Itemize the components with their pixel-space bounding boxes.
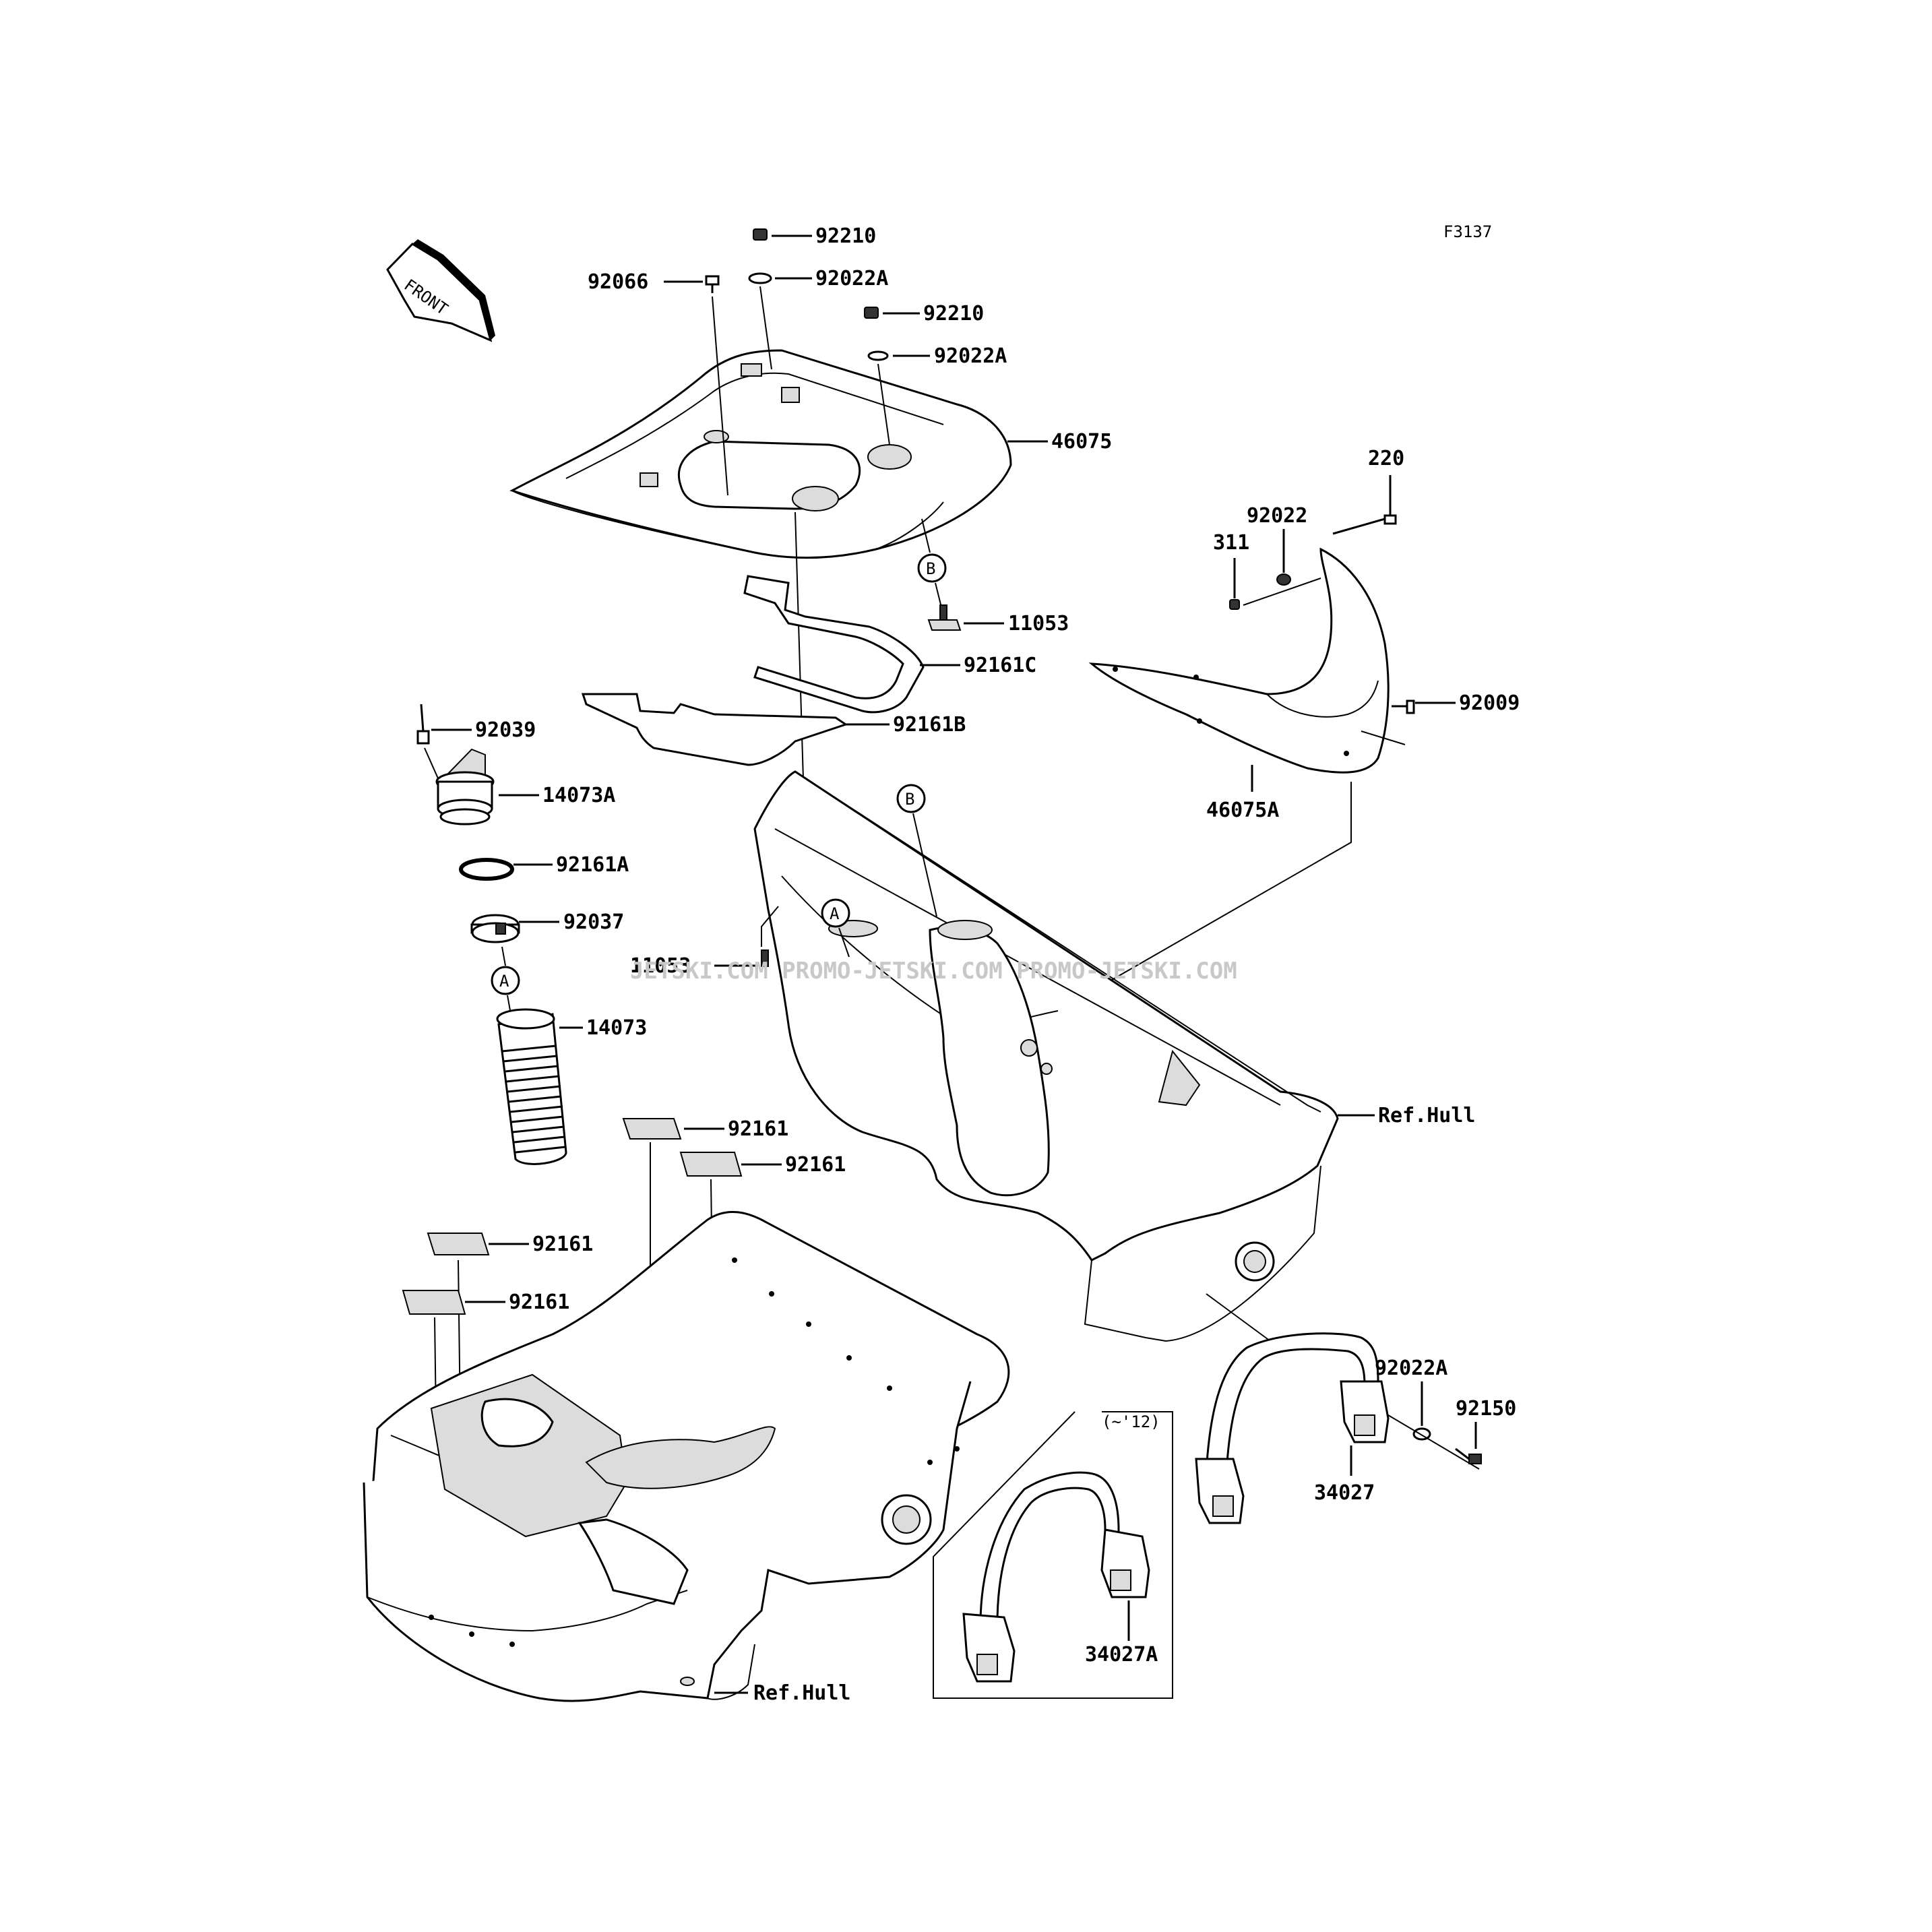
washer-92022-icon xyxy=(1276,573,1291,586)
inset-label: (~'12) xyxy=(1102,1412,1160,1431)
bolt-92150-icon xyxy=(1455,1447,1482,1464)
label-92161A: 92161A xyxy=(556,853,629,877)
bolt-92009-icon xyxy=(1392,699,1415,714)
label-11053-top: 11053 xyxy=(1008,612,1069,635)
vent-hose-14073 xyxy=(496,1008,567,1165)
label-92022A-right: 92022A xyxy=(1375,1357,1447,1380)
figure-code: F3137 xyxy=(1443,222,1492,241)
callout-b-lower: B xyxy=(896,784,926,813)
callout-a-mid: A xyxy=(821,898,850,928)
callout-a-left: A xyxy=(491,966,520,995)
clamp-92037-icon xyxy=(470,914,520,943)
label-92161-c: 92161 xyxy=(532,1233,593,1256)
label-ref-hull-lower: Ref.Hull xyxy=(753,1681,851,1705)
svg-text:B: B xyxy=(905,790,914,809)
callout-b-upper: B xyxy=(917,553,947,583)
label-ref-hull-upper: Ref.Hull xyxy=(1378,1104,1476,1127)
label-92022A-top: 92022A xyxy=(815,267,888,290)
grab-handle-34027 xyxy=(1195,1332,1390,1524)
nut-311-icon xyxy=(1229,599,1240,610)
label-220: 220 xyxy=(1368,447,1404,470)
label-14073: 14073 xyxy=(586,1016,647,1040)
label-92022A-mid: 92022A xyxy=(934,344,1007,368)
front-arrow-icon: FRONT xyxy=(386,239,495,342)
label-92210-mid: 92210 xyxy=(923,302,984,325)
vent-cap-14073A xyxy=(435,748,495,825)
nut-92210-top-icon xyxy=(753,228,768,241)
svg-text:B: B xyxy=(926,559,935,578)
hull-lower xyxy=(363,1210,1010,1702)
svg-text:A: A xyxy=(499,972,509,991)
pin-92039-icon xyxy=(416,704,430,745)
cowl-46075A xyxy=(1088,547,1390,774)
label-14073A: 14073A xyxy=(542,784,615,807)
label-92150: 92150 xyxy=(1456,1397,1516,1421)
hatch-cover-46075 xyxy=(509,349,1012,559)
label-34027: 34027 xyxy=(1314,1481,1375,1505)
label-92009: 92009 xyxy=(1459,691,1520,715)
pad-92161-d xyxy=(402,1290,466,1315)
label-92161B: 92161B xyxy=(893,713,966,737)
washer-92022A-right-icon xyxy=(1412,1427,1431,1441)
washer-92022A-top-icon xyxy=(748,272,772,284)
nut-92210-mid-icon xyxy=(864,307,879,319)
label-92161C: 92161C xyxy=(964,654,1036,677)
pad-92161-b xyxy=(679,1152,743,1177)
label-34027A: 34027A xyxy=(1085,1643,1158,1666)
label-46075: 46075 xyxy=(1051,430,1112,454)
label-11053-mid: 11053 xyxy=(630,954,691,978)
inset-box: (~'12) xyxy=(933,1411,1173,1699)
gasket-92161C xyxy=(743,575,925,714)
clip-11053-mid-icon xyxy=(761,949,769,967)
label-92161-d: 92161 xyxy=(509,1290,569,1314)
label-92210-top: 92210 xyxy=(815,224,876,248)
hull-upper xyxy=(753,770,1339,1342)
washer-92022A-mid-icon xyxy=(867,350,889,361)
label-92066: 92066 xyxy=(588,270,648,294)
clip-11053-top-icon xyxy=(927,604,962,631)
pad-92161-c xyxy=(427,1233,490,1255)
bolt-92066-icon xyxy=(705,275,720,293)
label-311: 311 xyxy=(1213,531,1249,555)
label-92161-b: 92161 xyxy=(785,1153,846,1177)
label-46075A: 46075A xyxy=(1206,799,1279,822)
watermark: JETSKI.COM PROMO-JETSKI.COM PROMO-JETSKI… xyxy=(630,958,1237,985)
o-ring-92161A-icon xyxy=(459,858,514,881)
label-92037: 92037 xyxy=(563,910,624,934)
grab-handle-34027A xyxy=(962,1471,1150,1683)
bolt-220-icon xyxy=(1332,514,1397,535)
label-92039: 92039 xyxy=(475,718,536,742)
svg-text:A: A xyxy=(830,904,840,923)
label-92022: 92022 xyxy=(1247,504,1307,528)
label-92161-a: 92161 xyxy=(728,1117,788,1141)
pad-92161-a xyxy=(622,1118,682,1140)
gasket-92161B xyxy=(581,693,848,766)
